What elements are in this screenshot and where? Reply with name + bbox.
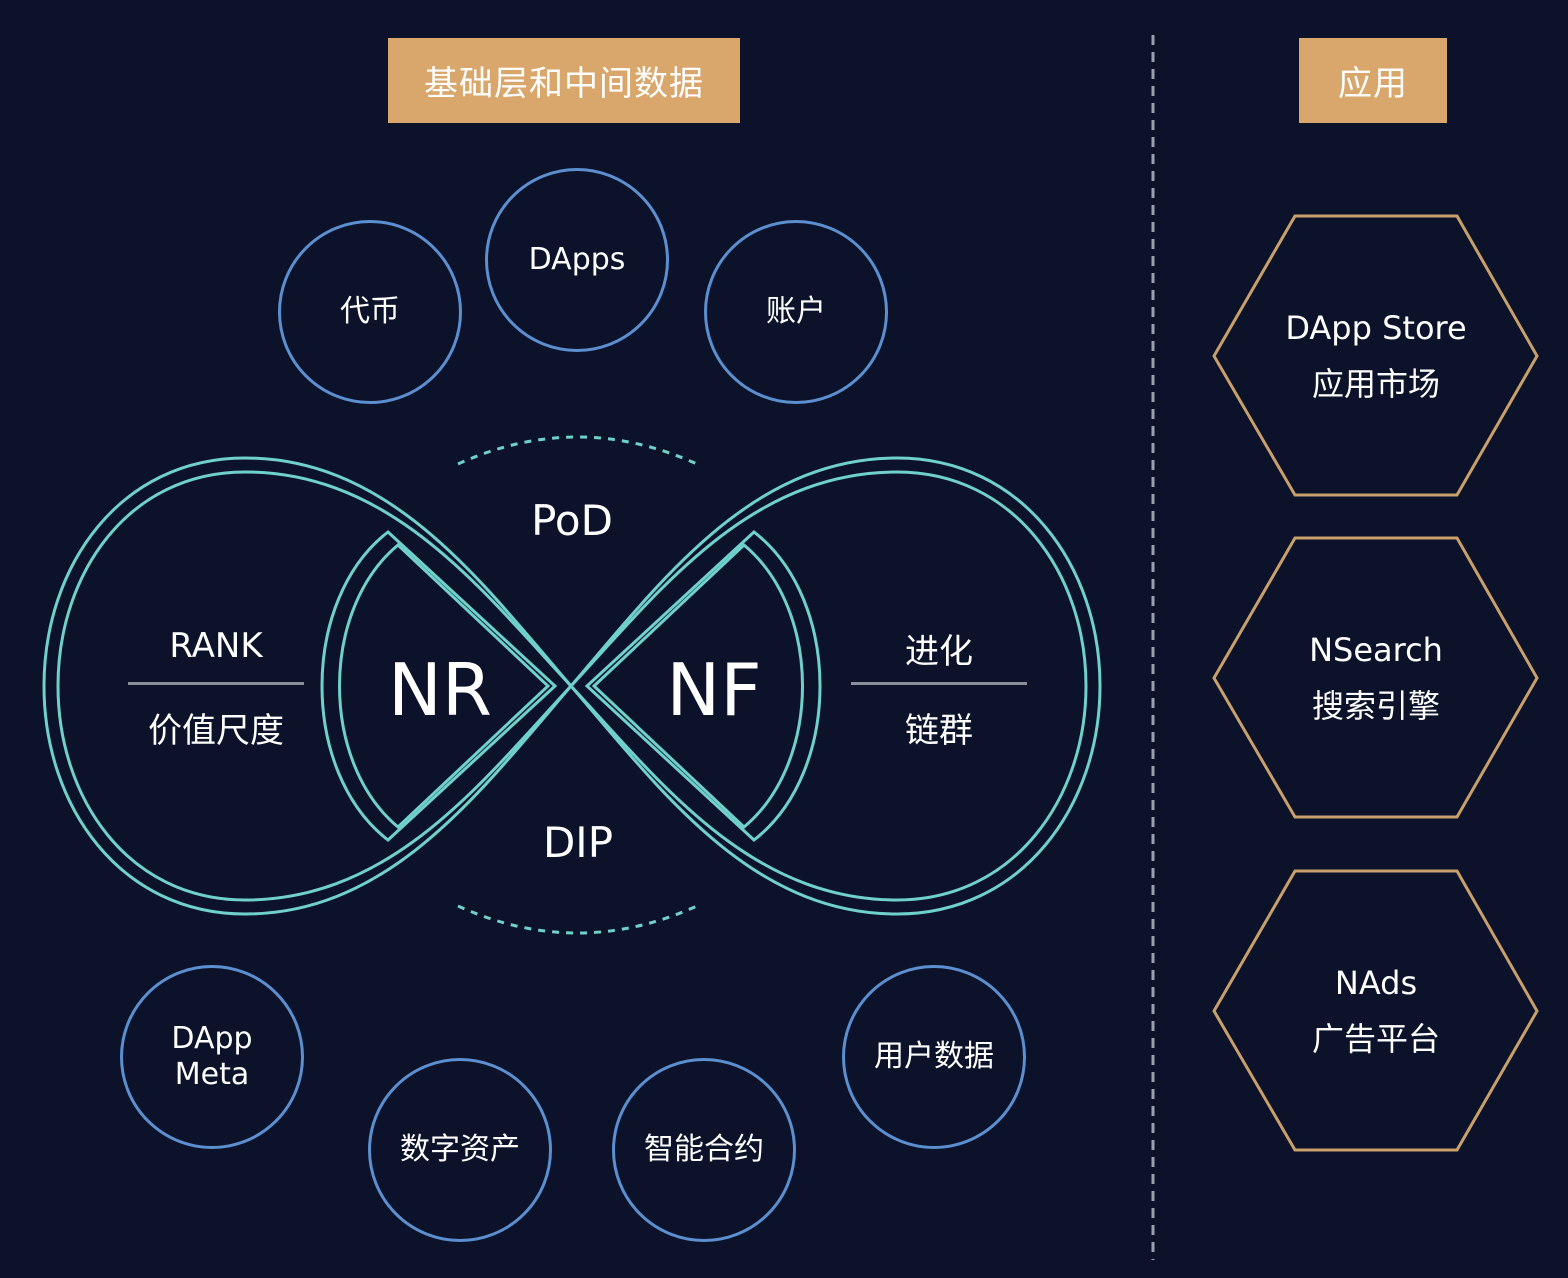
app-nads: NAds 广告平台 (1214, 951, 1538, 1071)
evolution-divider (851, 682, 1027, 685)
app-dapp-store: DApp Store 应用市场 (1214, 296, 1538, 416)
node-accounts: 账户 (704, 220, 888, 404)
dip-label: DIP (542, 818, 614, 867)
node-tokens: 代币 (278, 220, 462, 404)
evolution-label: 进化 (905, 632, 973, 672)
node-dapp-meta-line1: DApp (171, 1021, 253, 1056)
nf-lens (584, 530, 822, 842)
app-nsearch-title: NSearch (1309, 631, 1443, 669)
rank-divider (128, 682, 304, 685)
node-dapps-label: DApps (528, 242, 626, 277)
node-digital-assets: 数字资产 (368, 1058, 552, 1242)
hexagon-nads (1212, 869, 1539, 1152)
nr-lens (320, 530, 558, 842)
app-dapp-store-subtitle: 应用市场 (1311, 365, 1440, 403)
nf-label: NF (666, 648, 762, 732)
rank-label: RANK (169, 626, 263, 666)
node-digital-assets-label: 数字资产 (400, 1132, 520, 1167)
hexagon-nsearch (1212, 536, 1539, 819)
dip-dashed-arc (457, 904, 698, 935)
node-dapp-meta: DApp Meta (120, 965, 304, 1149)
value-scale-label: 价值尺度 (148, 711, 284, 751)
pod-label: PoD (531, 496, 613, 545)
pod-dashed-arc (457, 435, 698, 466)
app-nsearch: NSearch 搜索引擎 (1214, 618, 1538, 738)
node-dapps: DApps (485, 168, 669, 352)
foundation-layer-header: 基础层和中间数据 (388, 38, 740, 123)
app-dapp-store-title: DApp Store (1285, 309, 1467, 347)
node-smart-contracts: 智能合约 (612, 1058, 796, 1242)
node-user-data: 用户数据 (842, 965, 1026, 1149)
node-smart-contracts-label: 智能合约 (644, 1132, 764, 1167)
infinity-loop (42, 456, 1102, 916)
applications-header: 应用 (1299, 38, 1447, 123)
node-user-data-label: 用户数据 (874, 1039, 994, 1074)
chain-group-label: 链群 (905, 711, 973, 751)
node-dapp-meta-line2: Meta (174, 1057, 250, 1092)
hexagon-dapp-store (1212, 214, 1539, 497)
node-accounts-label: 账户 (766, 294, 826, 329)
app-nads-subtitle: 广告平台 (1311, 1020, 1440, 1058)
nr-label: NR (388, 648, 492, 732)
node-tokens-label: 代币 (340, 294, 400, 329)
app-nads-title: NAds (1334, 964, 1418, 1002)
app-nsearch-subtitle: 搜索引擎 (1311, 687, 1440, 725)
